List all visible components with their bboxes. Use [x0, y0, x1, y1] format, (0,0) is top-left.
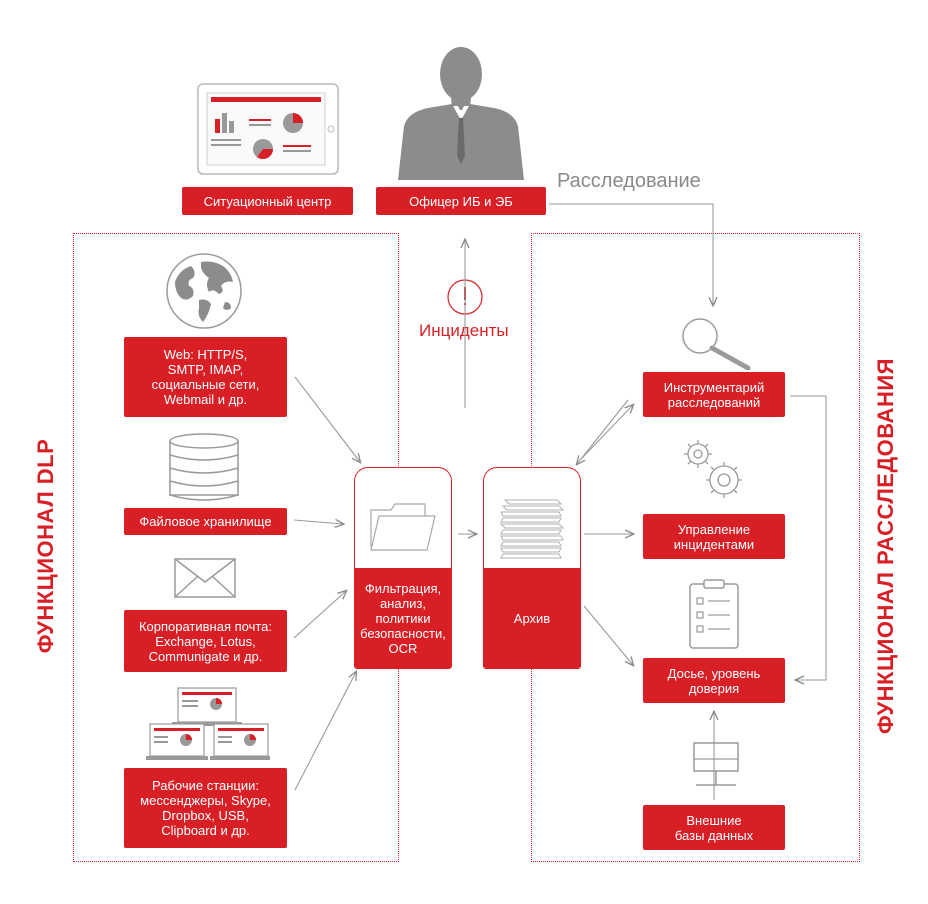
investigation-tools-label: Инструментарий расследований — [643, 372, 785, 417]
investigation-text: Расследование — [557, 170, 701, 192]
clipboard-icon — [689, 579, 739, 649]
web-to-filter-arrow — [294, 376, 360, 462]
situation-center-label: Ситуационный центр — [182, 187, 353, 215]
investigation-arrow — [549, 203, 713, 305]
gears-icon — [684, 440, 742, 498]
archive-block: Архив — [483, 467, 581, 669]
database-icon — [169, 433, 239, 501]
magnifier-icon — [682, 318, 751, 370]
filter-block: Фильтрация, анализ, политики безопасност… — [354, 467, 452, 669]
incidents-text: Инциденты — [419, 321, 509, 340]
workstations-icon — [146, 687, 270, 760]
incident-management-label: Управление инцидентами — [643, 514, 785, 559]
server-icon — [693, 742, 739, 786]
filter-label: Фильтрация, анализ, политики безопасност… — [355, 568, 451, 668]
file-storage-label: Файловое хранилище — [124, 508, 287, 535]
corporate-mail-label: Корпоративная почта: Exchange, Lotus, Co… — [124, 610, 287, 672]
external-db-label: Внешние базы данных — [643, 805, 785, 850]
officer-label: Офицер ИБ и ЭБ — [376, 187, 546, 215]
folder-icon — [370, 503, 436, 551]
workstations-label: Рабочие станции: мессенджеры, Skype, Dro… — [124, 768, 287, 848]
documents-stack-icon — [499, 499, 565, 559]
archive-label: Архив — [484, 568, 580, 668]
tools-to-archive-arrow — [577, 399, 629, 464]
dossier-label: Досье, уровень доверия — [643, 658, 785, 703]
storage-to-filter-arrow — [293, 520, 343, 524]
officer-person-icon — [398, 47, 524, 180]
archive-to-dossier-arrow — [583, 605, 633, 665]
globe-icon — [166, 253, 242, 329]
dashboard-tablet-icon — [197, 83, 339, 175]
archive-to-tools-arrow — [581, 405, 633, 459]
web-channels-label: Web: HTTP/S, SMTP, IMAP, социальные сети… — [124, 337, 287, 417]
tools-to-dossier-arrow — [790, 395, 827, 680]
workstations-to-filter-arrow — [294, 672, 356, 791]
mail-to-filter-arrow — [293, 591, 346, 639]
envelope-icon — [174, 558, 236, 598]
